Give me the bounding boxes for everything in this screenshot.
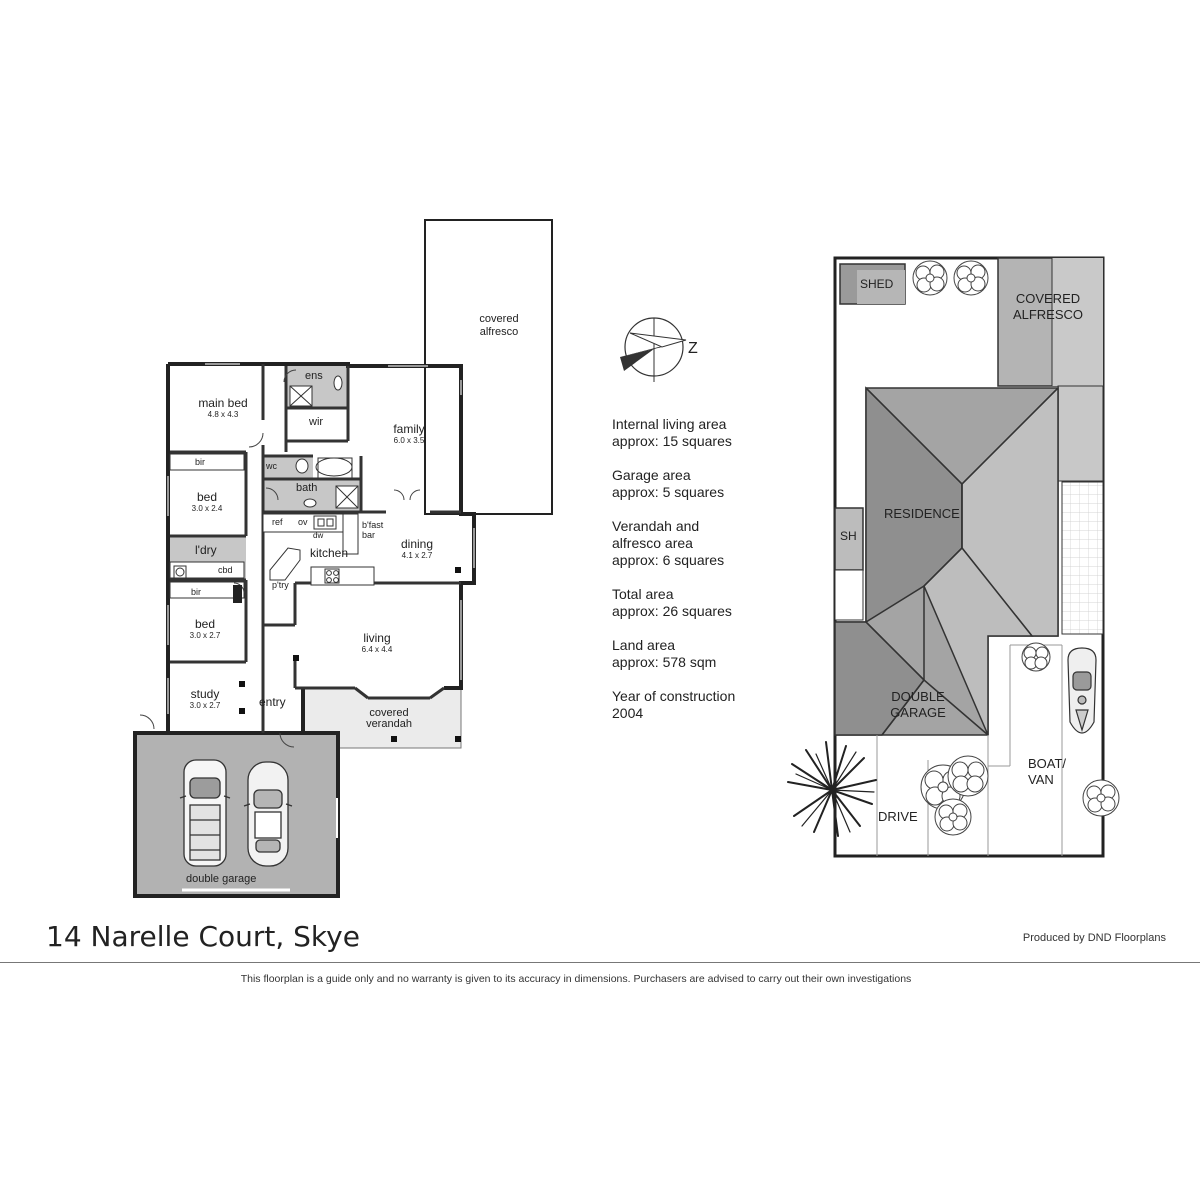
ov-label: ov bbox=[298, 517, 308, 527]
bfast-bar-label: b'fast bar bbox=[362, 520, 383, 540]
stat-internal: Internal living area approx: 15 squares bbox=[612, 416, 802, 450]
dining-name: dining bbox=[400, 537, 434, 551]
bir-label-2: bir bbox=[191, 587, 202, 597]
stat-total-value: approx: 26 squares bbox=[612, 603, 732, 619]
site-covered-alfresco-label: COVERED ALFRESCO bbox=[1002, 291, 1094, 323]
stat-year-value: 2004 bbox=[612, 705, 644, 721]
family-label: family 6.0 x 3.5 bbox=[378, 422, 440, 445]
dw-label: dw bbox=[313, 531, 324, 540]
stat-land: Land area approx: 578 sqm bbox=[612, 637, 802, 671]
boat-icon bbox=[1067, 647, 1097, 734]
kitchen-label: kitchen bbox=[310, 546, 349, 560]
site-sh-label: SH bbox=[840, 529, 857, 543]
property-address: 14 Narelle Court, Skye bbox=[46, 920, 360, 953]
dining-label: dining 4.1 x 2.7 bbox=[390, 537, 444, 560]
living-label: living 6.4 x 4.4 bbox=[352, 631, 402, 654]
main-bed-label: main bed 4.8 x 4.3 bbox=[187, 396, 259, 419]
bed-2-name: bed bbox=[194, 617, 216, 631]
site-boat-van-label: BOAT/ VAN bbox=[1028, 756, 1066, 788]
stat-land-value: approx: 578 sqm bbox=[612, 654, 717, 670]
main-bed-dims: 4.8 x 4.3 bbox=[207, 410, 239, 419]
palm-tree-icon bbox=[787, 741, 877, 837]
site-drive-label: DRIVE bbox=[878, 809, 918, 824]
compass-letter: Z bbox=[688, 340, 698, 357]
stat-verandah: Verandah and alfresco area approx: 6 squ… bbox=[612, 518, 802, 569]
stat-year-label: Year of construction bbox=[612, 688, 736, 704]
verandah-line2: verandah bbox=[366, 718, 412, 730]
study-label: study 3.0 x 2.7 bbox=[176, 687, 234, 710]
area-summary: Internal living area approx: 15 squares … bbox=[612, 416, 802, 739]
ref-label: ref bbox=[272, 517, 283, 527]
car-ute-icon bbox=[179, 759, 231, 867]
disclaimer-text: This floorplan is a guide only and no wa… bbox=[240, 973, 912, 985]
bed-1-name: bed bbox=[196, 490, 218, 504]
covered-verandah-label: covered verandah bbox=[356, 708, 422, 730]
wc-label: wc bbox=[266, 461, 277, 471]
stat-total: Total area approx: 26 squares bbox=[612, 586, 802, 620]
bfast-line2: bar bbox=[362, 530, 376, 540]
site-residence-label: RESIDENCE bbox=[884, 506, 960, 521]
ensuite-label: ens bbox=[305, 370, 323, 382]
covered-alfresco-line1: covered bbox=[479, 313, 519, 325]
site-garage-line2: GARAGE bbox=[890, 705, 946, 720]
footer-divider bbox=[0, 962, 1200, 963]
family-dims: 6.0 x 3.5 bbox=[393, 436, 425, 445]
stat-garage-label: Garage area bbox=[612, 467, 691, 483]
site-alfresco-line1: COVERED bbox=[1015, 291, 1081, 306]
car-sedan-icon bbox=[243, 761, 293, 867]
bath-label: bath bbox=[296, 482, 318, 494]
stat-year: Year of construction 2004 bbox=[612, 688, 802, 722]
double-garage-area bbox=[133, 731, 340, 898]
bed-1-dims: 3.0 x 2.4 bbox=[191, 504, 223, 513]
study-dims: 3.0 x 2.7 bbox=[189, 701, 221, 710]
site-alfresco-line2: ALFRESCO bbox=[1012, 307, 1084, 322]
study-name: study bbox=[190, 687, 220, 701]
bed-2-dims: 3.0 x 2.7 bbox=[189, 631, 221, 640]
bed-1-label: bed 3.0 x 2.4 bbox=[178, 490, 236, 513]
stat-garage-value: approx: 5 squares bbox=[612, 484, 725, 500]
site-double-garage-label: DOUBLE GARAGE bbox=[878, 689, 958, 721]
paved-area bbox=[1061, 481, 1104, 635]
cbd-label: cbd bbox=[218, 565, 233, 575]
wir-label: wir bbox=[309, 416, 324, 428]
family-name: family bbox=[393, 422, 425, 436]
site-boat-line2: VAN bbox=[1028, 772, 1054, 787]
site-boat-line1: BOAT/ bbox=[1028, 756, 1067, 771]
laundry-label: l'dry bbox=[195, 543, 217, 557]
dining-dims: 4.1 x 2.7 bbox=[401, 551, 433, 560]
bir-label-1: bir bbox=[195, 457, 206, 467]
bfast-line1: b'fast bbox=[362, 520, 384, 530]
stat-verandah-label: Verandah and bbox=[612, 518, 700, 534]
residence-roof bbox=[834, 386, 1059, 736]
verandah-line1: covered bbox=[369, 707, 409, 719]
tree-icons bbox=[912, 260, 1120, 836]
stat-total-label: Total area bbox=[612, 586, 674, 602]
compass-icon bbox=[620, 317, 687, 382]
main-bed-name: main bed bbox=[198, 396, 248, 410]
pantry-label: p'try bbox=[272, 580, 289, 590]
stat-internal-value: approx: 15 squares bbox=[612, 433, 732, 449]
site-shed-label: SHED bbox=[860, 277, 894, 291]
stat-garage: Garage area approx: 5 squares bbox=[612, 467, 802, 501]
bed-2-label: bed 3.0 x 2.7 bbox=[176, 617, 234, 640]
double-garage-label: double garage bbox=[186, 873, 257, 885]
stat-verandah-label2: alfresco area bbox=[612, 535, 693, 551]
stat-internal-label: Internal living area bbox=[612, 416, 727, 432]
produced-by-credit: Produced by DND Floorplans bbox=[1022, 932, 1166, 944]
site-garage-line1: DOUBLE bbox=[891, 689, 945, 704]
stat-land-label: Land area bbox=[612, 637, 676, 653]
living-dims: 6.4 x 4.4 bbox=[361, 645, 393, 654]
living-name: living bbox=[363, 631, 391, 645]
entry-label: entry bbox=[259, 695, 286, 709]
stat-verandah-value: approx: 6 squares bbox=[612, 552, 725, 568]
covered-alfresco-label: covered alfresco bbox=[465, 313, 533, 339]
covered-alfresco-line2: alfresco bbox=[479, 326, 519, 338]
